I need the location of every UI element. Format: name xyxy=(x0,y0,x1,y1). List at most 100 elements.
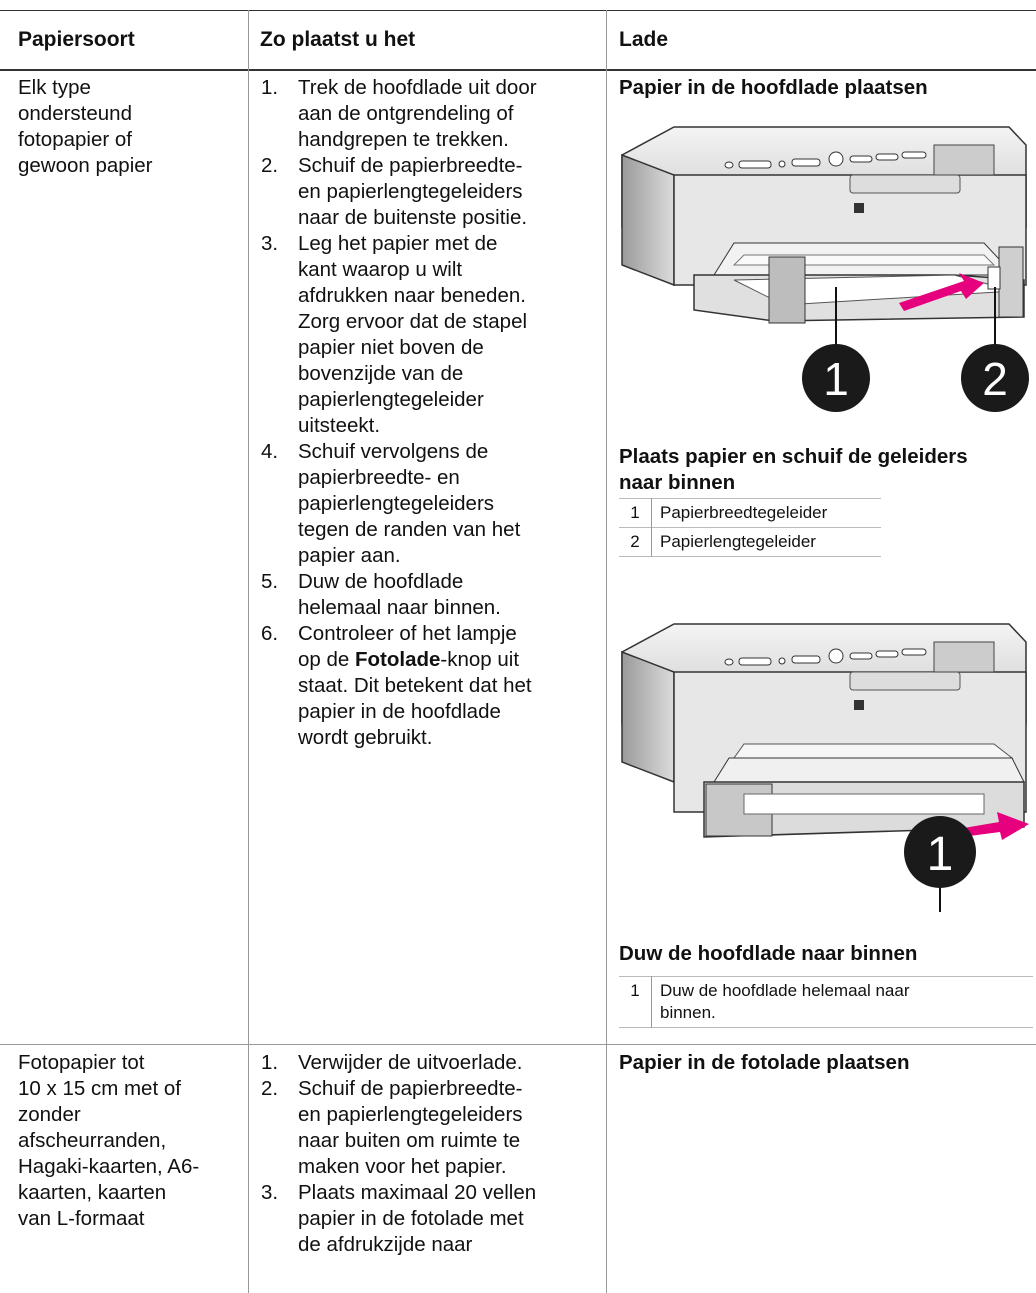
step-number: 1. xyxy=(261,76,279,99)
step-item: 1. Trek de hoofdlade uit door aan de ontgr… xyxy=(250,75,600,153)
step-item: 3. Leg het papier met de kant waarop u wil… xyxy=(250,231,600,439)
text-line: afscheurranden, xyxy=(18,1129,167,1152)
callout-2: 2 xyxy=(982,353,1008,405)
step-item: 6. Controleer of het lampje op de Fotola… xyxy=(250,621,600,751)
step-item: 4. Schuif vervolgens de papierbreedte- en p… xyxy=(250,439,600,569)
text-line: tegen de randen van het xyxy=(298,518,521,541)
text-line: staat. Dit betekent dat het xyxy=(298,674,532,697)
text-line: bovenzijde van de xyxy=(298,362,464,385)
legend-row: 2 Papierlengtegeleider xyxy=(619,527,881,557)
step-number: 3. xyxy=(261,232,279,255)
text-line: afdrukken naar beneden. xyxy=(298,284,526,307)
insert-arrow-icon xyxy=(899,273,984,311)
text-line: naar buiten om ruimte te xyxy=(298,1129,521,1152)
step-item: 2. Schuif de papierbreedte-en papierlengt… xyxy=(250,153,600,231)
text-line: papier in de fotolade met xyxy=(298,1207,524,1230)
row-divider xyxy=(0,1044,1036,1045)
legend-value: Papierbreedtegeleider xyxy=(660,503,828,522)
step-number: 1. xyxy=(261,1051,279,1074)
fotolade-button-label: Fotolade xyxy=(355,648,441,671)
text-line: Plaats maximaal 20 vellen xyxy=(298,1181,537,1204)
step-item: 2. Schuif de papierbreedte-en papierlengt… xyxy=(250,1076,600,1180)
text-line: Controleer of het lampje xyxy=(298,622,517,645)
caption-push-tray: Duw de hoofdlade naar binnen xyxy=(619,942,918,965)
text-line: kaarten, kaarten xyxy=(18,1181,167,1204)
text-line: Duw de hoofdlade xyxy=(298,570,464,593)
callout-3: 1 xyxy=(927,828,954,881)
header-plaatsen: Zo plaatst u het xyxy=(260,28,416,51)
text-line: uitsteekt. xyxy=(298,414,381,437)
row1-paper-type: Elk type ondersteund fotopapier of gewoo… xyxy=(18,75,238,179)
header-papiersoort: Papiersoort xyxy=(18,28,135,51)
text-line: handgrepen te trekken. xyxy=(298,128,509,151)
text-line: kant waarop u wilt xyxy=(298,258,463,281)
text-line: en papierlengtegeleiders xyxy=(298,180,523,203)
text-line: op de Fotolade-knop uit xyxy=(298,648,520,671)
text-line: helemaal naar binnen. xyxy=(298,596,501,619)
tray-heading-main: Papier in de hoofdlade plaatsen xyxy=(619,76,928,99)
text-line: fotopapier of xyxy=(18,128,132,151)
tray-heading-photo: Papier in de fotolade plaatsen xyxy=(619,1051,910,1074)
header-lade: Lade xyxy=(619,28,669,51)
header-bottom-rule xyxy=(0,69,1036,71)
legend-row: 1 Duw de hoofdlade helemaal naar binnen. xyxy=(619,976,1033,1028)
caption-line: Plaats papier en schuif de geleiders xyxy=(619,445,968,468)
text-line: Schuif de papierbreedte- xyxy=(298,1077,523,1100)
row1-steps: 1. Trek de hoofdlade uit door aan de ontgr… xyxy=(250,75,600,751)
text-line: Hagaki-kaarten, A6- xyxy=(18,1155,200,1178)
row2-paper-type: Fotopapier tot 10 x 15 cm met of zonder … xyxy=(18,1050,246,1232)
text-line: en papierlengtegeleiders xyxy=(298,1103,523,1126)
step-item: 3. Plaats maximaal 20 vellen papier in de … xyxy=(250,1180,600,1258)
printer-illustration-push-tray xyxy=(621,623,1029,912)
step-number: 2. xyxy=(261,154,279,177)
legend-value: Duw de hoofdlade helemaal naar binnen. xyxy=(660,981,910,1022)
text-line: 10 x 15 cm met of xyxy=(18,1077,181,1100)
table-top-rule xyxy=(0,10,1036,11)
printer-illustration-guides: 1 2 xyxy=(621,126,1029,412)
caption-line: naar binnen xyxy=(619,471,736,494)
step-item: 1. Verwijder de uitvoerlade. xyxy=(250,1050,600,1076)
caption-guides: Plaats papier en schuif de geleiders naa… xyxy=(619,444,1034,496)
callout-badge: 1 xyxy=(904,816,976,888)
text-line: papier in de hoofdlade xyxy=(298,700,501,723)
legend-row: 1 Papierbreedtegeleider xyxy=(619,498,881,528)
text-line: Leg het papier met de xyxy=(298,232,498,255)
legend-push-tray: 1 Duw de hoofdlade helemaal naar binnen. xyxy=(619,976,1033,1028)
text-line: van L-formaat xyxy=(18,1207,145,1230)
text-line: papier aan. xyxy=(298,544,401,567)
text-line: de afdrukzijde naar xyxy=(298,1233,473,1256)
row2-steps: 1. Verwijder de uitvoerlade. 2. Schuif de p… xyxy=(250,1050,600,1258)
step-number: 4. xyxy=(261,440,279,463)
text-line: Schuif de papierbreedte- xyxy=(298,154,523,177)
col-divider-2 xyxy=(606,10,607,1293)
insert-arrow-icon xyxy=(952,812,1029,840)
legend-key: 1 xyxy=(619,976,652,1028)
text-line: gewoon papier xyxy=(18,154,153,177)
step-number: 5. xyxy=(261,570,279,593)
col-divider-1 xyxy=(248,10,249,1293)
legend-guides: 1 Papierbreedtegeleider 2 Papierlengtege… xyxy=(619,498,881,557)
step-number: 2. xyxy=(261,1077,279,1100)
text-line: papierlengtegeleiders xyxy=(298,492,495,515)
text-line: Schuif vervolgens de xyxy=(298,440,489,463)
text-line: maken voor het papier. xyxy=(298,1155,507,1178)
step-number: 6. xyxy=(261,622,279,645)
text-line: aan de ontgrendeling of xyxy=(298,102,514,125)
step-number: 3. xyxy=(261,1181,279,1204)
text-line: Fotopapier tot xyxy=(18,1051,145,1074)
callout-1: 1 xyxy=(823,353,849,405)
text-line: Trek de hoofdlade uit door xyxy=(298,76,537,99)
text-line: ondersteund xyxy=(18,102,132,125)
text-line: Elk type xyxy=(18,76,91,99)
legend-key: 1 xyxy=(619,498,652,528)
text-line: papierlengtegeleider xyxy=(298,388,484,411)
text-line: papier niet boven de xyxy=(298,336,484,359)
text-line: Verwijder de uitvoerlade. xyxy=(298,1051,523,1074)
text-line: wordt gebruikt. xyxy=(298,726,433,749)
text-line: zonder xyxy=(18,1103,81,1126)
text-line: naar de buitenste positie. xyxy=(298,206,528,229)
text-line: papierbreedte- en xyxy=(298,466,460,489)
step-item: 5. Duw de hoofdlade helemaal naar binnen. xyxy=(250,569,600,621)
legend-key: 2 xyxy=(619,527,652,557)
